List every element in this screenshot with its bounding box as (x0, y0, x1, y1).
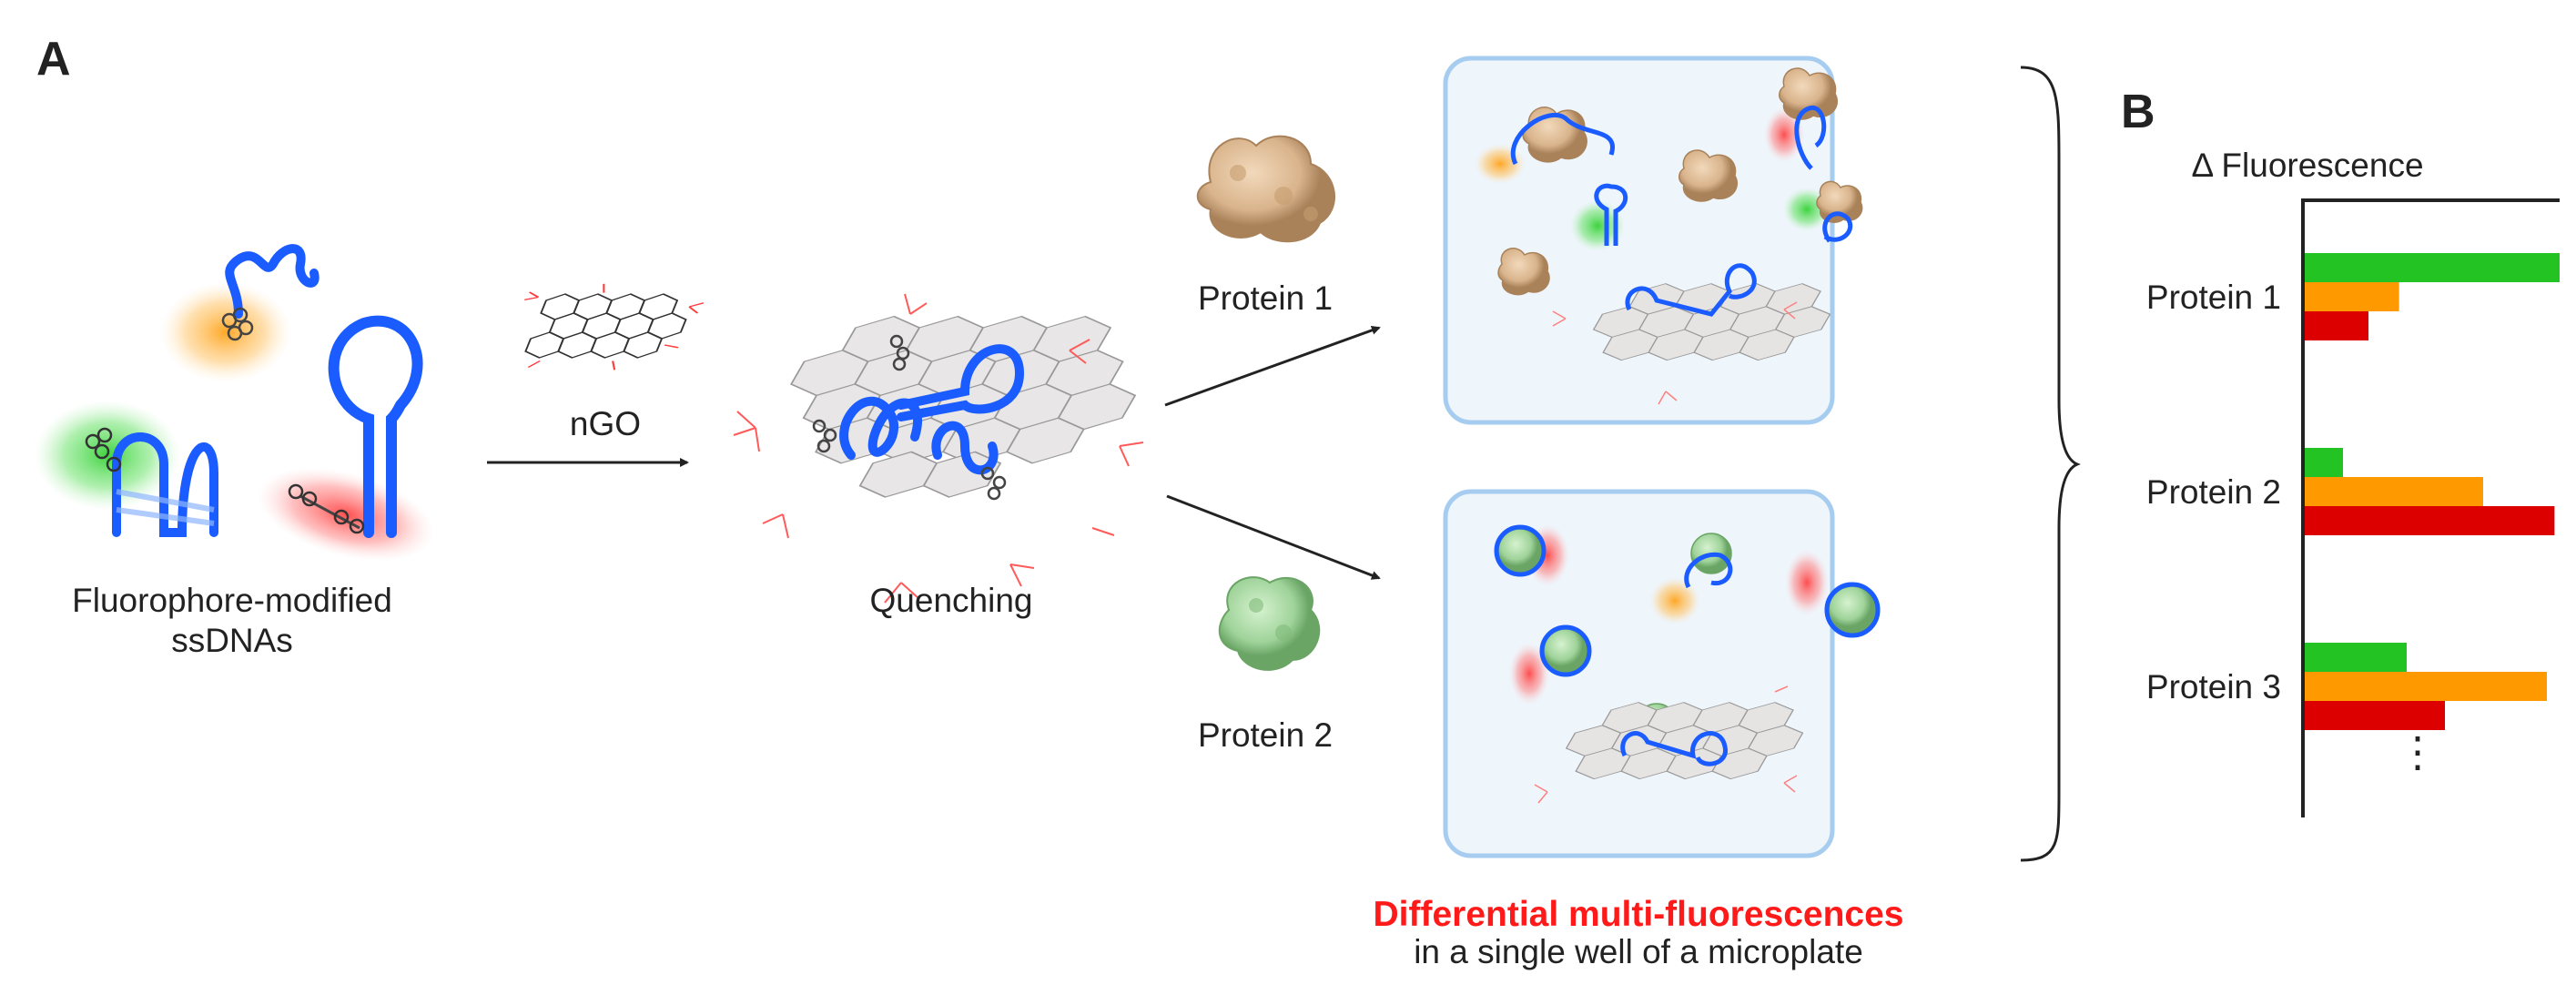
ngo-label: nGO (570, 405, 641, 442)
fluorophore-ssdna-group: Fluorophore-modified ssDNAs (35, 244, 435, 659)
x-axis-label: Δ Fluorescence (2191, 147, 2423, 184)
arrow-to-well-1 (1164, 326, 1381, 407)
protein1-structure-icon (1196, 135, 1335, 243)
bar (2305, 672, 2547, 701)
quenching-graphene-sheet (733, 293, 1144, 604)
microplate-well-protein1 (1443, 56, 1863, 425)
ssdna-strand-orange (225, 244, 319, 319)
orange-glow (160, 282, 291, 382)
ssdna-strand-red (328, 315, 423, 538)
protein2-label: Protein 2 (1198, 716, 1333, 754)
fluorophore-caption-line1: Fluorophore-modified (72, 582, 392, 619)
fluorophore-orange-icon (221, 307, 254, 341)
bar (2305, 643, 2407, 672)
category-label: Protein 1 (2146, 279, 2281, 316)
more-categories-ellipsis: ⋮ (2397, 728, 2439, 776)
microplate-well-protein2 (1443, 489, 1881, 858)
ssdna-base-pairs-green (116, 489, 215, 526)
bar-series-group (2305, 253, 2560, 730)
fluorophore-red-icon (288, 483, 365, 534)
bar (2305, 311, 2368, 340)
linker-red (299, 494, 360, 530)
fluorophore-green-icon (85, 427, 122, 472)
quenched-strand-3 (931, 421, 999, 475)
category-label: Protein 3 (2146, 668, 2281, 706)
protein1-label: Protein 1 (1198, 279, 1333, 317)
arrow-to-well-2 (1166, 494, 1381, 580)
bar (2305, 506, 2555, 535)
differential-subtitle: in a single well of a microplate (1414, 933, 1863, 970)
bar (2305, 701, 2445, 730)
bar (2305, 448, 2343, 477)
fluorophore-caption-line2: ssDNAs (171, 622, 293, 659)
protein2-structure-icon (1218, 576, 1321, 671)
category-labels: Protein 1 Protein 2 Protein 3 (2146, 279, 2281, 706)
bar (2305, 282, 2399, 311)
bar (2305, 477, 2483, 506)
bar (2305, 253, 2560, 282)
quenched-strand-2 (897, 344, 1025, 421)
ssdna-strand-green (112, 432, 218, 537)
category-label: Protein 2 (2146, 473, 2281, 511)
differential-title: Differential multi-fluorescences (1374, 895, 1904, 934)
ngo-sheet-icon (524, 283, 705, 371)
panel-a-label: A (36, 33, 71, 86)
quenching-label: Quenching (870, 582, 1033, 619)
panel-b-label: B (2121, 86, 2155, 138)
curly-brace (2020, 66, 2081, 862)
